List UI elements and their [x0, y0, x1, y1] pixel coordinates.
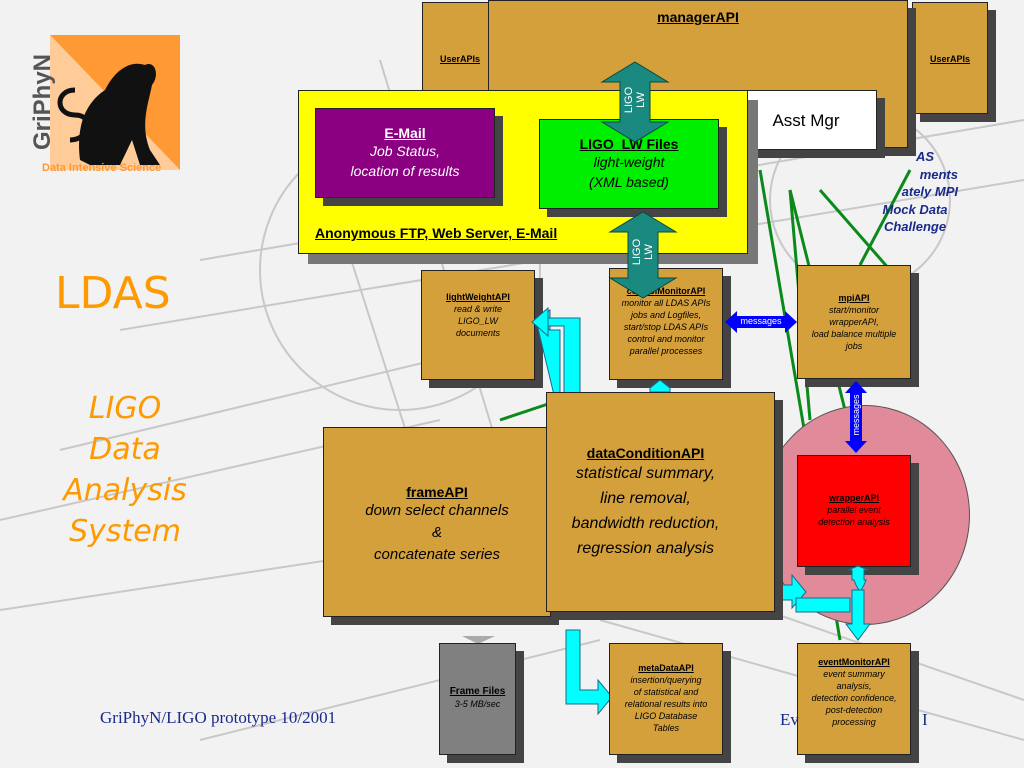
- frame-line: concatenate series: [374, 546, 500, 563]
- mock-line: Challenge: [883, 219, 947, 234]
- wrapper-line: parallel event: [827, 505, 881, 515]
- mpi-line: start/monitor: [828, 305, 879, 315]
- mock-line: ments: [919, 166, 958, 182]
- griphyn-logo: GriPhyN Data Intensive Science: [20, 30, 185, 180]
- footer-left: GriPhyN/LIGO prototype 10/2001: [100, 708, 337, 727]
- control-line: jobs and Logfiles,: [630, 310, 702, 320]
- mock-line: Mock Data: [882, 201, 948, 217]
- control-line: control and monitor: [627, 334, 705, 344]
- userapis-right-box: UserAPIs: [912, 2, 988, 114]
- email-line: Job Status,: [369, 143, 441, 159]
- eventmonitorapi-box: eventMonitorAPI event summary analysis, …: [797, 643, 911, 755]
- userapis-right-title: UserAPIs: [929, 54, 971, 64]
- control-title: controlMonitorAPI: [626, 286, 706, 296]
- eventmonitor-line: event summary: [823, 669, 885, 679]
- frame-line: &: [431, 524, 442, 541]
- subtitle-line: LIGO: [88, 391, 162, 426]
- wrapperapi-box: wrapperAPI parallel event detection anal…: [797, 455, 911, 567]
- footer-right-partial: Ev: [780, 710, 799, 729]
- frameapi-box: frameAPI down select channels & concaten…: [323, 427, 551, 617]
- ligo-lw-top-label: LIGO LW: [623, 77, 647, 123]
- mpi-line: load balance multiple: [811, 329, 897, 339]
- userapis-left-title: UserAPIs: [439, 54, 481, 64]
- email-title: E-Mail: [384, 125, 426, 141]
- mpi-line: jobs: [845, 341, 863, 351]
- asset-manager-box: Asst Mgr: [735, 90, 877, 150]
- metadata-line: Tables: [652, 723, 680, 733]
- eventmonitor-title: eventMonitorAPI: [818, 657, 890, 667]
- ldas-subtitle: LIGO Data Analysis System: [40, 388, 210, 552]
- metadata-line: LIGO Database: [634, 711, 698, 721]
- framefiles-box: Frame Files 3-5 MB/sec: [439, 643, 516, 755]
- asset-manager-label: Asst Mgr: [772, 111, 840, 130]
- datacondition-line: statistical summary,: [575, 465, 716, 482]
- managerapi-title: managerAPI: [657, 9, 739, 25]
- messages-arrow-vertical: [845, 381, 867, 453]
- email-line: location of results: [350, 163, 460, 179]
- frame-title: frameAPI: [406, 484, 468, 500]
- messages-vertical-label: messages: [851, 394, 861, 436]
- metadata-line: insertion/querying: [630, 675, 702, 685]
- frame-line: down select channels: [365, 502, 509, 519]
- mpi-line: wrapperAPI,: [829, 317, 879, 327]
- framefiles-line: 3-5 MB/sec: [454, 699, 501, 709]
- metadata-line: of statistical and: [633, 687, 699, 697]
- email-box: E-Mail Job Status, location of results: [315, 108, 495, 198]
- ldas-title: LDAS: [55, 268, 171, 319]
- metadata-title: metaDataAPI: [638, 663, 694, 673]
- dataconditionapi-box: dataConditionAPI statistical summary, li…: [546, 392, 775, 612]
- ligo-lw-arrow-mid: [608, 211, 678, 299]
- metadata-line: relational results into: [624, 699, 708, 709]
- datacondition-line: regression analysis: [577, 540, 714, 557]
- eventmonitor-line: post-detection: [825, 705, 883, 715]
- wrapper-title: wrapperAPI: [828, 493, 879, 503]
- ligolw-title: LIGO_LW Files: [579, 136, 679, 152]
- subtitle-line: System: [69, 514, 181, 549]
- mpiapi-box: mpiAPI start/monitor wrapperAPI, load ba…: [797, 265, 911, 379]
- eventmonitor-line: detection confidence,: [811, 693, 897, 703]
- ligo-lw-top-line: LW: [635, 92, 647, 108]
- eventmonitor-line: processing: [832, 717, 876, 727]
- ligo-lw-mid-line: LIGO: [631, 238, 643, 266]
- mock-line: ately MPI: [901, 184, 958, 199]
- ligo-lw-arrow-top: [600, 61, 670, 143]
- lightweight-line: LIGO_LW: [458, 316, 498, 326]
- logo-tagline: Data Intensive Science: [42, 162, 162, 174]
- control-line: start/stop LDAS APIs: [623, 322, 709, 332]
- ligo-lw-mid-line: LW: [643, 244, 655, 260]
- logo-graphic: [50, 35, 180, 170]
- ligolw-line: (XML based): [589, 174, 669, 190]
- ligo-lw-top-line: LIGO: [623, 86, 635, 114]
- mock-line: AS: [915, 149, 934, 164]
- lightweight-line: read & write: [453, 304, 503, 314]
- control-line: parallel processes: [629, 346, 703, 356]
- footer-right-partial-end: I: [922, 710, 928, 729]
- lightweight-line: documents: [455, 328, 501, 338]
- mock-data-text: AS ments ately MPI Mock Data Challenge: [860, 148, 970, 236]
- datacondition-title: dataConditionAPI: [586, 445, 705, 461]
- lightweight-title: lightWeightAPI: [446, 292, 510, 302]
- messages-horizontal-label: messages: [740, 316, 782, 326]
- subtitle-line: Data: [89, 432, 161, 467]
- datacondition-line: line removal,: [600, 490, 691, 507]
- framefiles-title: Frame Files: [449, 686, 506, 697]
- control-line: monitor all LDAS APIs: [621, 298, 711, 308]
- ligolw-line: light-weight: [593, 154, 665, 170]
- subtitle-line: Analysis: [63, 473, 187, 508]
- mpi-title: mpiAPI: [838, 293, 870, 303]
- datacondition-line: bandwidth reduction,: [571, 515, 720, 532]
- messages-arrow-horizontal: [725, 311, 797, 333]
- eventmonitor-line: analysis,: [836, 681, 872, 691]
- anonymous-ftp-label: Anonymous FTP, Web Server, E-Mail: [315, 225, 558, 241]
- wrapper-line: detection analysis: [818, 517, 890, 527]
- metadataapi-box: metaDataAPI insertion/querying of statis…: [609, 643, 723, 755]
- lightweightapi-box: lightWeightAPI read & write LIGO_LW docu…: [421, 270, 535, 380]
- ligo-lw-mid-label: LIGO LW: [631, 229, 655, 275]
